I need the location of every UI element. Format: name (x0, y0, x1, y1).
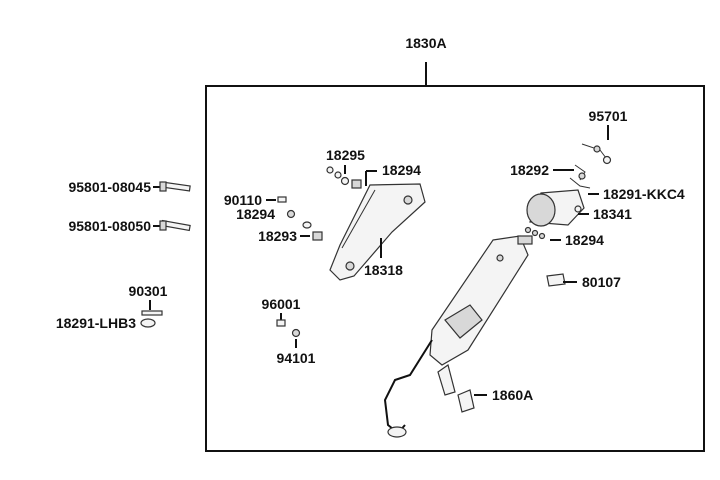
label-80107-part (546, 273, 566, 287)
gasket-left-part (140, 318, 156, 328)
label-screw-90110: 90110 (224, 192, 262, 208)
heat-shield-part (329, 183, 426, 281)
screw-96001-part (276, 319, 286, 327)
screw-18295-part (326, 166, 350, 186)
label-bolt-upper: 95801-08045 (68, 179, 151, 195)
label-nut-18294-right: 18294 (565, 232, 604, 248)
label-sensor-95701: 95701 (589, 108, 628, 124)
gasket-kkc4-part (569, 177, 591, 189)
end-cap-part (526, 189, 585, 227)
assembly-frame (205, 85, 705, 452)
label-bolt-lower: 95801-08050 (68, 218, 151, 234)
bolt-upper-part (159, 181, 191, 192)
washer-94101-part (291, 328, 301, 338)
nut-18294-right-part (524, 226, 546, 240)
label-washer-94101: 94101 (277, 350, 316, 366)
sensor-95701-part (581, 143, 612, 165)
label-heat-shield: 18318 (364, 262, 403, 278)
washer-left-part (141, 310, 163, 316)
nut-18294-left-part (286, 209, 296, 219)
spacer-18293-part (302, 221, 323, 241)
label-bracket-18292: 18292 (510, 162, 549, 178)
label-80107: 80107 (582, 274, 621, 290)
label-gasket-1860a: 1860A (492, 387, 533, 403)
bracket-18292-part (574, 164, 586, 181)
label-screw-96001: 96001 (262, 296, 301, 312)
screw-90110-part (277, 196, 287, 203)
label-nut-18294-left: 18294 (236, 206, 275, 222)
label-nut-18294-top: 18294 (382, 162, 421, 178)
label-end-cap: 18341 (593, 206, 632, 222)
label-washer-left: 90301 (129, 283, 168, 299)
label-gasket-kkc4: 18291-KKC4 (603, 186, 685, 202)
bolt-lower-part (159, 219, 191, 232)
label-screw-18295: 18295 (326, 147, 365, 163)
muffler-part (383, 235, 533, 438)
label-spacer-18293: 18293 (258, 228, 297, 244)
assembly-label: 1830A (405, 35, 446, 51)
gasket-1860a-part (457, 389, 475, 413)
nut-18294-top-part (351, 179, 362, 189)
label-gasket-left: 18291-LHB3 (56, 315, 136, 331)
